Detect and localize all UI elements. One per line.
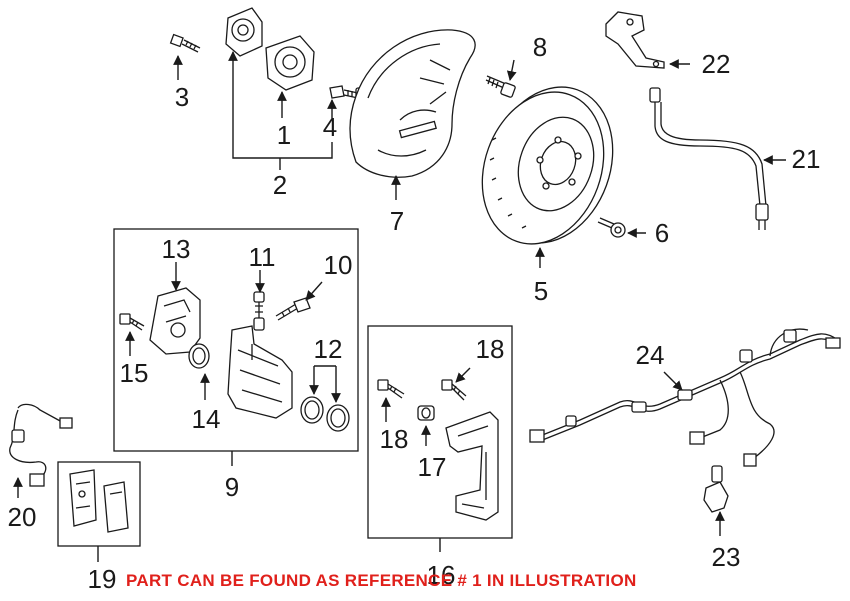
leader-10 bbox=[305, 281, 323, 301]
callout-8: 8 bbox=[533, 32, 547, 62]
bolt-3 bbox=[169, 33, 201, 53]
callout-6: 6 bbox=[655, 218, 669, 248]
caliper-carrier-9 bbox=[227, 325, 293, 419]
callout-19: 19 bbox=[88, 564, 117, 594]
callout-4: 4 bbox=[323, 112, 337, 142]
callout-24: 24 bbox=[636, 340, 665, 370]
wheel-hub-front bbox=[265, 35, 315, 91]
brake-hose bbox=[649, 87, 769, 230]
bolt-18-left bbox=[377, 379, 405, 399]
callout-11: 11 bbox=[249, 242, 276, 272]
bolt-8 bbox=[485, 75, 516, 98]
hose-bracket bbox=[605, 11, 665, 69]
brake-rotor bbox=[481, 86, 614, 245]
callout-2: 2 bbox=[273, 170, 287, 200]
callout-14: 14 bbox=[192, 404, 221, 434]
callout-23: 23 bbox=[712, 542, 741, 572]
caliper-bracket-16 bbox=[445, 411, 499, 521]
callout-18-left: 18 bbox=[380, 424, 409, 454]
seal-ring-14 bbox=[188, 343, 210, 369]
callout-7: 7 bbox=[390, 206, 404, 236]
reference-note: PART CAN BE FOUND AS REFERENCE # 1 IN IL… bbox=[126, 571, 637, 590]
leader-8 bbox=[506, 59, 517, 81]
bolt-18-right bbox=[441, 379, 467, 401]
callout-5: 5 bbox=[534, 276, 548, 306]
callout-18-right: 18 bbox=[476, 334, 505, 364]
callout-22: 22 bbox=[702, 49, 731, 79]
callout-12: 12 bbox=[314, 334, 343, 364]
callout-3: 3 bbox=[175, 82, 189, 112]
bolt-15 bbox=[119, 313, 145, 331]
callout-1: 1 bbox=[277, 120, 291, 150]
piston-seals-12 bbox=[300, 396, 350, 432]
callout-9: 9 bbox=[225, 472, 239, 502]
callout-10: 10 bbox=[324, 250, 353, 280]
leader-24 bbox=[663, 371, 683, 391]
wiring-harness-24 bbox=[529, 328, 841, 467]
bushing-17 bbox=[417, 405, 435, 421]
bolt-10 bbox=[275, 297, 311, 321]
brake-pads-box bbox=[57, 461, 141, 547]
wear-sensor-20 bbox=[9, 403, 73, 487]
caliper-assembly-box bbox=[113, 228, 359, 452]
callout-20: 20 bbox=[8, 502, 37, 532]
callout-17: 17 bbox=[418, 452, 447, 482]
leader-2-bracket bbox=[232, 68, 333, 159]
screw-6 bbox=[597, 217, 626, 238]
leader-18b bbox=[455, 367, 471, 383]
wheel-hub-rear bbox=[225, 7, 263, 57]
callout-15: 15 bbox=[120, 358, 149, 388]
connector-23 bbox=[703, 465, 729, 513]
callout-13: 13 bbox=[162, 234, 191, 264]
splash-shield bbox=[349, 29, 476, 178]
callout-16: 16 bbox=[427, 560, 456, 590]
brake-pads bbox=[69, 469, 129, 533]
caliper-housing bbox=[149, 287, 201, 355]
callout-21: 21 bbox=[792, 144, 821, 174]
guide-pin-11 bbox=[253, 291, 265, 331]
